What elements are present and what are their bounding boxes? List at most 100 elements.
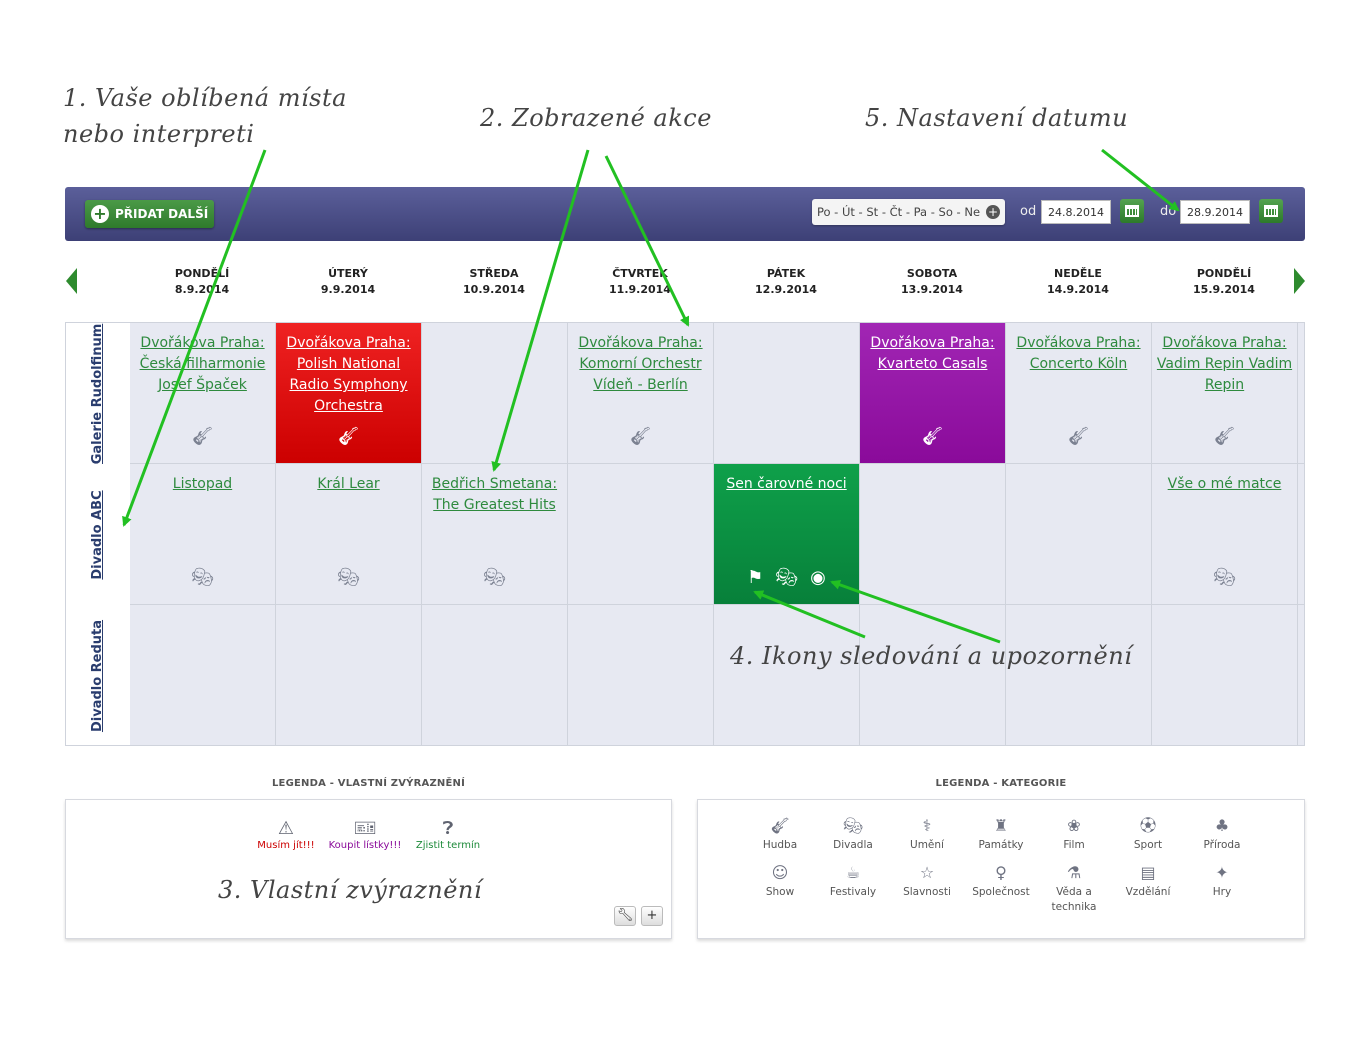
category-legend-item[interactable]: ❀Film: [1037, 818, 1111, 853]
legend-categories-box: [697, 799, 1305, 939]
category-legend-item[interactable]: 🎸︎Hudba: [743, 818, 817, 853]
event-link[interactable]: Dvořákova Praha: Česká filharmonie Josef…: [139, 335, 266, 393]
day-date: 8.9.2014: [174, 283, 230, 296]
category-legend-item[interactable]: ⚗ Věda a technika: [1037, 865, 1111, 915]
arrow-events-2: [604, 155, 690, 327]
event-link[interactable]: Dvořákova Praha: Concerto Köln: [1016, 335, 1141, 372]
calendar-cell: Vše o mé matce🎭︎: [1152, 464, 1298, 605]
next-week-arrow-icon[interactable]: [1294, 268, 1305, 294]
event-link[interactable]: Sen čarovné noci: [726, 476, 847, 492]
event-icons: ⚑🎭︎◉: [714, 567, 859, 588]
previous-week-arrow-icon[interactable]: [66, 268, 77, 294]
calendar-cell: [422, 605, 568, 745]
beer-icon: ☕︎: [845, 863, 861, 882]
calendar-cell: Dvořákova Praha: Vadim Repin Vadim Repin…: [1152, 323, 1298, 464]
from-calendar-button[interactable]: [1120, 199, 1144, 223]
category-legend-item[interactable]: ✦Hry: [1185, 865, 1259, 900]
category-legend-item[interactable]: ⚽︎Sport: [1111, 818, 1185, 853]
clover-icon: ♣: [1214, 816, 1230, 835]
theater-masks-icon: 🎭︎: [842, 816, 864, 835]
day-date: 13.9.2014: [901, 283, 963, 296]
highlight-legend-item[interactable]: ⚠︎Musím jít!!!: [241, 818, 331, 851]
theater-masks-icon: 🎭︎: [191, 567, 214, 588]
category-label: Věda a technika: [1051, 886, 1097, 913]
highlight-label: Musím jít!!!: [257, 840, 315, 851]
weekday-filter-button[interactable]: Po - Út - St - Čt - Pa - So - Ne +: [812, 199, 1005, 225]
castle-icon: ♜: [993, 816, 1009, 835]
category-legend-item[interactable]: ⚕Umění: [890, 818, 964, 853]
category-label: Show: [765, 886, 795, 898]
category-legend-item[interactable]: ♣Příroda: [1185, 818, 1259, 853]
event-link[interactable]: Dvořákova Praha: Vadim Repin Vadim Repin: [1156, 335, 1293, 393]
plus-icon: +: [646, 908, 658, 923]
calendar-cell: Dvořákova Praha: Polish National Radio S…: [276, 323, 422, 464]
calendar-cell: Listopad 🎭︎: [130, 464, 276, 605]
category-legend-item[interactable]: ☆Slavnosti: [890, 865, 964, 900]
category-legend-item[interactable]: ♀Společnost: [964, 865, 1038, 900]
microscope-icon: ⚗: [1066, 863, 1082, 882]
film-reel-icon: ❀: [1067, 816, 1081, 835]
event-link[interactable]: Dvořákova Praha: Kvarteto Casals: [870, 335, 995, 372]
highlight-legend-item[interactable]: 🎫︎Koupit lístky!!!: [320, 818, 410, 851]
category-legend-item[interactable]: ▤Vzdělání: [1111, 865, 1185, 900]
row-header[interactable]: Divadlo ABC: [66, 464, 130, 606]
flag-icon[interactable]: ⚑: [747, 567, 764, 588]
arrow-events-1: [491, 149, 590, 472]
add-more-button[interactable]: + PŘIDAT DALŠÍ: [85, 200, 214, 228]
category-legend-item[interactable]: 🎭︎Divadla: [816, 818, 890, 853]
calendar-cell: [568, 464, 714, 605]
calendar-cell: Král Lear 🎭︎: [276, 464, 422, 605]
ticket-icon: 🎫︎: [353, 818, 377, 839]
day-name: NEDĚLE: [1054, 267, 1102, 280]
guitar-icon: 🎸︎: [337, 426, 360, 447]
theater-masks-icon: 🎭︎: [337, 567, 360, 588]
day-name: ČTVRTEK: [612, 267, 668, 280]
highlight-legend-item[interactable]: ❓︎Zjistit termín: [403, 818, 493, 851]
event-link[interactable]: Vše o mé matce: [1167, 476, 1282, 492]
category-label: Společnost: [972, 886, 1030, 898]
guitar-icon: 🎸︎: [629, 426, 652, 447]
event-link[interactable]: Dvořákova Praha: Komorní Orchestr Vídeň …: [578, 335, 703, 393]
edit-highlight-button[interactable]: 🔧︎: [614, 906, 636, 926]
category-legend-item[interactable]: ☕︎Festivaly: [816, 865, 890, 900]
category-label: Památky: [978, 839, 1024, 851]
to-calendar-button[interactable]: [1259, 199, 1283, 223]
add-highlight-button[interactable]: +: [641, 906, 663, 926]
event-link[interactable]: Bedřich Smetana: The Greatest Hits: [431, 476, 558, 513]
calendar-cell: [1152, 605, 1298, 745]
annotation-favorites-line2: nebo interpreti: [63, 120, 255, 148]
to-date-input[interactable]: 28.9.2014: [1180, 200, 1250, 224]
day-name: SOBOTA: [906, 267, 958, 280]
calendar-cell: [860, 605, 1006, 745]
category-legend-item[interactable]: ☺Show: [743, 865, 817, 900]
calendar-cell: [568, 605, 714, 745]
category-label: Hry: [1212, 886, 1232, 898]
category-label: Vzdělání: [1125, 886, 1171, 898]
event-link[interactable]: Listopad: [172, 476, 233, 492]
from-date-input[interactable]: 24.8.2014: [1041, 200, 1111, 224]
question-icon: ❓︎: [442, 818, 454, 839]
calendar-cell: Dvořákova Praha: Komorní Orchestr Vídeň …: [568, 323, 714, 464]
day-date: 14.9.2014: [1047, 283, 1109, 296]
day-header: SOBOTA 13.9.2014: [859, 266, 1005, 298]
annotation-date-settings: 5. Nastavení datumu: [865, 104, 1129, 132]
eye-icon[interactable]: ◉: [810, 567, 826, 588]
category-legend-item[interactable]: ♜ Památky: [964, 818, 1038, 853]
day-date: 12.9.2014: [755, 283, 817, 296]
event-link[interactable]: Dvořákova Praha: Polish National Radio S…: [286, 335, 411, 414]
category-label: Sport: [1133, 839, 1163, 851]
arrow-eye: [830, 579, 1001, 644]
category-label: Hudba: [762, 839, 798, 851]
event-link[interactable]: Král Lear: [317, 476, 380, 492]
row-header[interactable]: Divadlo Reduta: [66, 605, 130, 745]
toast-icon: ☆: [919, 863, 935, 882]
calendar-cell: [1006, 464, 1152, 605]
day-name: PONDĚLÍ: [1196, 267, 1252, 280]
day-name: ÚTERÝ: [328, 267, 368, 280]
day-date: 10.9.2014: [463, 283, 525, 296]
